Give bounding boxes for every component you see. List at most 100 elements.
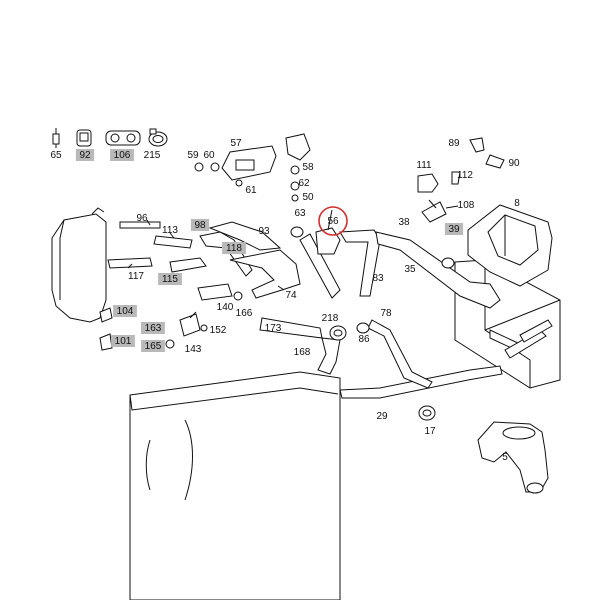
part-label-29[interactable]: 29	[376, 411, 388, 422]
legend-label-65[interactable]: 65	[50, 150, 62, 161]
part-label-35[interactable]: 35	[404, 264, 416, 275]
part-number: 104	[117, 306, 134, 317]
part-label-59[interactable]: 59	[187, 150, 199, 161]
label-highlight	[75, 149, 95, 161]
part-label-98[interactable]: 98	[190, 219, 210, 231]
part-label-140[interactable]: 140	[217, 302, 234, 313]
part-number: 65	[50, 150, 62, 161]
part-label-5[interactable]: 5	[502, 452, 508, 463]
part-number: 63	[294, 208, 306, 219]
engine-block	[129, 371, 341, 600]
part-label-115[interactable]: 115	[158, 273, 182, 285]
part-label-96[interactable]: 96	[136, 213, 148, 224]
part-label-39[interactable]: 39	[444, 223, 464, 235]
part-label-50[interactable]: 50	[302, 192, 314, 203]
part-number: 98	[194, 220, 206, 231]
part-label-117[interactable]: 117	[128, 271, 144, 282]
part-label-143[interactable]: 143	[185, 344, 202, 355]
part-number: 17	[424, 426, 436, 437]
part-number: 92	[79, 150, 91, 161]
legend-label-215[interactable]: 215	[144, 150, 161, 161]
part-label-93[interactable]: 93	[258, 226, 270, 237]
part-number: 168	[294, 347, 311, 358]
part-number: 152	[210, 325, 227, 336]
part-number: 62	[298, 178, 310, 189]
hose-clamp-icon	[148, 128, 168, 147]
part-number: 5	[502, 452, 508, 463]
part-label-111[interactable]: 111	[416, 160, 432, 171]
part-label-166[interactable]: 166	[236, 308, 253, 319]
part-number: 215	[144, 150, 161, 161]
part-label-60[interactable]: 60	[203, 150, 215, 161]
part-label-56[interactable]: 56	[327, 216, 339, 227]
label-highlight	[110, 149, 134, 161]
part-number: 112	[457, 170, 473, 181]
part-number: 106	[114, 150, 131, 161]
part-number: 89	[448, 138, 460, 149]
legend-label-106[interactable]: 106	[110, 149, 134, 161]
hose-network	[107, 221, 503, 399]
label-highlight	[158, 273, 182, 285]
legend-label-92[interactable]: 92	[75, 149, 95, 161]
part-number: 218	[322, 313, 339, 324]
air-duct	[477, 421, 549, 494]
part-label-173[interactable]: 173	[265, 323, 282, 334]
part-number: 111	[416, 160, 432, 171]
part-number: 108	[458, 200, 475, 211]
part-number: 74	[285, 290, 297, 301]
part-label-165[interactable]: 165	[141, 340, 165, 352]
part-label-74[interactable]: 74	[285, 290, 297, 301]
part-label-118[interactable]: 118	[222, 242, 246, 254]
part-number: 117	[128, 271, 144, 282]
part-label-8[interactable]: 8	[514, 198, 520, 209]
part-label-58[interactable]: 58	[302, 162, 314, 173]
legend-labels: 65 92 106 215	[50, 149, 161, 161]
part-number: 113	[162, 225, 178, 236]
double-clamp-icon	[105, 130, 141, 146]
label-highlight	[444, 223, 464, 235]
part-label-218[interactable]: 218	[322, 313, 339, 324]
part-number: 78	[380, 308, 392, 319]
part-number: 35	[404, 264, 416, 275]
clip-icon	[52, 128, 60, 148]
part-label-38[interactable]: 38	[398, 217, 410, 228]
part-label-112[interactable]: 112	[457, 170, 473, 181]
part-label-62[interactable]: 62	[298, 178, 310, 189]
part-number: 59	[187, 150, 199, 161]
part-number: 83	[372, 273, 384, 284]
part-label-90[interactable]: 90	[508, 158, 520, 169]
selected-part-indicator	[318, 206, 348, 236]
part-number: 143	[185, 344, 202, 355]
part-number: 58	[302, 162, 314, 173]
part-label-63[interactable]: 63	[294, 208, 306, 219]
label-highlight	[111, 335, 135, 347]
part-number: 61	[245, 185, 257, 196]
part-label-57[interactable]: 57	[230, 138, 242, 149]
part-number: 39	[448, 224, 460, 235]
heater-box	[467, 204, 553, 287]
part-label-78[interactable]: 78	[380, 308, 392, 319]
part-label-108[interactable]: 108	[458, 200, 475, 211]
part-number: 140	[217, 302, 234, 313]
coolant-tank	[51, 207, 107, 323]
part-number: 163	[145, 323, 162, 334]
part-number: 101	[115, 336, 132, 347]
aux-pump-assembly	[194, 133, 311, 202]
part-label-101[interactable]: 101	[111, 335, 135, 347]
leader-lines	[127, 199, 437, 319]
part-number: 165	[145, 341, 162, 352]
part-label-104[interactable]: 104	[113, 305, 137, 317]
part-label-61[interactable]: 61	[245, 185, 257, 196]
part-number: 166	[236, 308, 253, 319]
part-label-83[interactable]: 83	[372, 273, 384, 284]
part-label-86[interactable]: 86	[358, 334, 370, 345]
part-label-168[interactable]: 168	[294, 347, 311, 358]
part-label-17[interactable]: 17	[424, 426, 436, 437]
part-label-113[interactable]: 113	[162, 225, 178, 236]
label-highlight	[141, 322, 165, 334]
part-label-89[interactable]: 89	[448, 138, 460, 149]
part-label-152[interactable]: 152	[210, 325, 227, 336]
part-label-163[interactable]: 163	[141, 322, 165, 334]
